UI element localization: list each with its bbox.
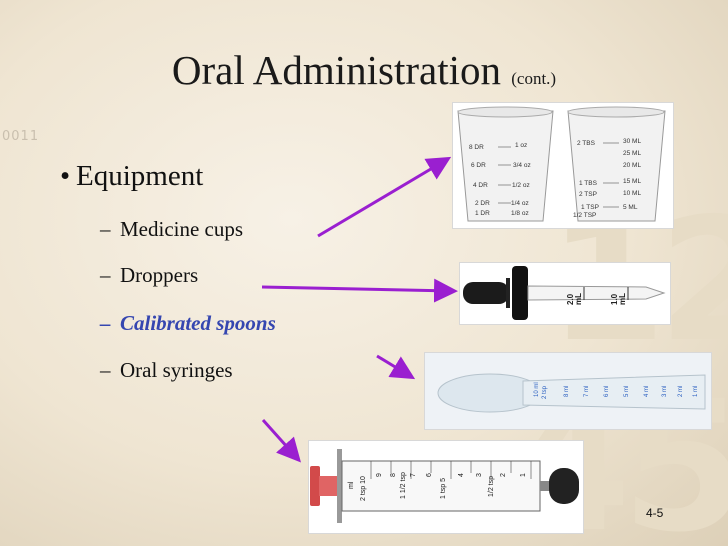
cup-right-label: 25 ML [623, 150, 641, 157]
cup-left-label: 1 oz [515, 142, 527, 149]
arrow-to-syringe [261, 418, 302, 463]
spoon-mark: 3 ml [662, 386, 668, 397]
bullet-equipment: •Equipment [60, 160, 203, 193]
dash-icon: – [100, 311, 111, 335]
dash-icon: – [100, 263, 111, 287]
syringe-mark: 1 tsp 5 [440, 478, 447, 499]
cup-left-label: 1/4 oz [511, 200, 529, 207]
cup-left-label: 6 DR [471, 162, 486, 169]
medicine-cups-image: 8 DR 6 DR 4 DR 2 DR 1 DR 1 oz 3/4 oz 1/2… [452, 102, 674, 229]
cup-left-label: 1/8 oz [511, 210, 529, 217]
sub-item-medicine-cups: –Medicine cups [100, 217, 243, 242]
arrow-to-dropper [261, 278, 458, 303]
dropper-mark: mL [618, 293, 627, 305]
slide-title-text: Oral Administration [171, 47, 501, 93]
cup-left-label: 4 DR [473, 182, 488, 189]
cup-right-label: 2 TSP [579, 191, 597, 198]
arrow-to-spoon [376, 354, 416, 380]
spoon-mark: 1 ml [693, 386, 699, 397]
bullet-dot-icon: • [60, 160, 71, 192]
oral-syringe-illustration: ml 2 tsp 10 9 8 1 1/2 tsp 7 6 1 tsp 5 4 … [310, 449, 579, 523]
syringe-mark: 9 [376, 473, 383, 477]
cup-left-label: 1/2 oz [512, 182, 530, 189]
syringe-mark: 1 1/2 tsp [400, 472, 407, 499]
medicine-cups-illustration: 8 DR 6 DR 4 DR 2 DR 1 DR 1 oz 3/4 oz 1/2… [457, 106, 666, 222]
cup-right-label: 5 ML [623, 204, 638, 211]
cup-right-label: 10 ML [623, 190, 641, 197]
spoon-mark: 7 ml [584, 386, 590, 397]
cup-left-label: 3/4 oz [513, 162, 531, 169]
cup-right-label: 30 ML [623, 138, 641, 145]
syringe-mark: 2 tsp 10 [360, 476, 367, 501]
syringe-mark: 4 [458, 473, 465, 477]
slide-title: Oral Administration (cont.) [0, 46, 728, 94]
dash-icon: – [100, 217, 111, 241]
spoon-mark: 5 ml [624, 386, 630, 397]
cup-left-label: 2 DR [475, 200, 490, 207]
syringe-mark: 7 [410, 473, 417, 477]
spoon-mark: 2 ml [678, 386, 684, 397]
bullet-label: Equipment [76, 160, 204, 192]
sub-item-droppers: –Droppers [100, 263, 198, 288]
syringe-mark: 3 [476, 473, 483, 477]
cup-right-label: 1 TSP [581, 204, 599, 211]
cup-left-label: 8 DR [469, 144, 484, 151]
dropper-image: 2.0 mL 1.0 mL [459, 262, 671, 325]
spoon-mark: 6 ml [604, 386, 610, 397]
calibrated-spoon-illustration: 10 ml 2 tsp 8 ml 7 ml 6 ml 5 ml 4 ml 3 m… [437, 373, 706, 413]
calibrated-spoon-image: 10 ml 2 tsp 8 ml 7 ml 6 ml 5 ml 4 ml 3 m… [424, 352, 712, 430]
spoon-mark: 4 ml [644, 386, 650, 397]
dropper-illustration: 2.0 mL 1.0 mL [463, 266, 666, 320]
syringe-mark: ml [348, 481, 355, 489]
sub-item-oral-syringes: –Oral syringes [100, 358, 233, 383]
syringe-mark: 1 [520, 473, 527, 477]
cup-right-label: 2 TBS [577, 140, 596, 147]
sub-item-label: Droppers [120, 263, 199, 287]
cup-right-label: 1 TBS [579, 180, 598, 187]
syringe-mark: 2 [500, 473, 507, 477]
dropper-mark: 1.0 [610, 293, 619, 305]
sub-item-label: Calibrated spoons [120, 311, 276, 335]
oral-syringe-image: ml 2 tsp 10 9 8 1 1/2 tsp 7 6 1 tsp 5 4 … [308, 440, 584, 534]
slide-title-suffix: (cont.) [511, 69, 557, 88]
cup-right-label: 15 ML [623, 178, 641, 185]
syringe-mark: 8 [390, 473, 397, 477]
sub-item-label: Oral syringes [120, 358, 233, 382]
sub-item-calibrated-spoons: –Calibrated spoons [100, 311, 276, 336]
spoon-mark: 10 ml [534, 382, 540, 397]
cup-right-label: 1/2 TSP [573, 212, 596, 219]
syringe-mark: 1/2 tsp [488, 476, 495, 497]
arrow-to-cups [317, 156, 452, 238]
page-number: 4-5 [646, 506, 664, 520]
sub-item-label: Medicine cups [120, 217, 244, 241]
cup-right-label: 20 ML [623, 162, 641, 169]
dropper-mark: mL [574, 293, 583, 305]
dash-icon: – [100, 358, 111, 382]
background-digits-small: 0011 [2, 129, 40, 144]
cup-left-label: 1 DR [475, 210, 490, 217]
spoon-mark: 8 ml [564, 386, 570, 397]
spoon-mark: 2 tsp [542, 385, 548, 399]
syringe-mark: 6 [426, 473, 433, 477]
dropper-mark: 2.0 [566, 293, 575, 305]
